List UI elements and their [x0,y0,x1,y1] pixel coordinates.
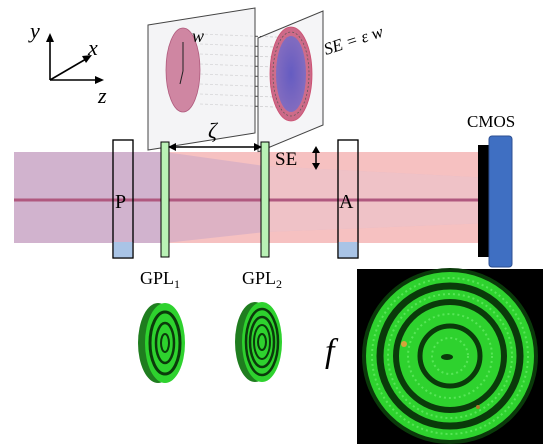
se-formula: SE = ε w [321,22,386,59]
output-plate: SE = ε w [257,10,386,153]
polarizer-label: P [115,191,126,213]
focal-label: f [325,333,339,370]
gpl1-label: GPL1 [140,268,180,291]
camera-label: CMOS [467,112,515,131]
separation-arrow: ζ [168,118,262,151]
input-plate: w [147,7,256,151]
gpl1-lens-illustration [138,303,185,383]
se-label: SE [275,149,297,170]
coordinate-axes: y x z [28,18,107,108]
axis-label-z: z [97,83,107,108]
analyzer-label: A [339,191,354,213]
polarizer: P [112,139,134,259]
axis-label-y: y [28,18,40,43]
output-spot-blue [276,36,306,112]
se-indicator: SE [275,146,320,170]
input-beam [14,152,165,243]
gpl2-plate [260,141,270,258]
cmos-camera: CMOS [467,112,515,268]
separation-label: ζ [208,118,219,143]
gpl1-plate [160,141,170,258]
analyzer: A [337,139,359,259]
gpl2-label: GPL2 [242,268,282,291]
gpl-micrograph [357,268,543,444]
gpl2-lens-illustration [235,302,282,382]
w-label: w [192,26,204,46]
axis-label-x: x [87,35,98,60]
